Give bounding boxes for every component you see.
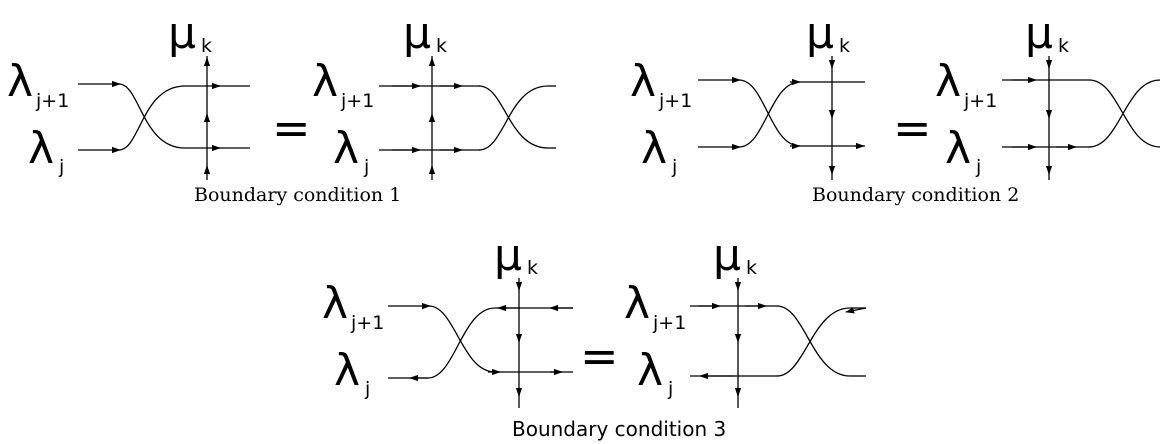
lambda-j1-label: λ [630,56,656,107]
mu-k-subscript: k [527,257,538,279]
equals-sign: = [580,329,619,383]
arrow-top-right-in [845,307,867,314]
lambda-j1-label: λ [935,56,961,107]
lambda-j-subscript: j [671,156,677,178]
bc3-diagram: λ j+1 λ j μ k = λ j+1 λ [322,230,867,441]
lambda-j1-subscript: j+1 [658,90,692,112]
equals-sign: = [893,101,932,155]
lambda-j1-label: λ [312,56,338,107]
lambda-j-subscript: j [58,156,64,178]
lambda-j-subscript: j [975,156,981,178]
bc1-rhs: λ j+1 λ j μ k [312,8,556,180]
lambda-j1-subscript: j+1 [963,90,997,112]
caption-bc1: Boundary condition 1 [194,184,401,206]
cross-line-up [776,307,851,377]
lambda-j-label: λ [333,123,359,174]
bc3-rhs: λ j+1 λ j μ k [624,230,867,408]
caption-bc3: Boundary condition 3 [512,417,726,441]
lambda-j-subscript: j [667,378,673,400]
mu-k-label: μ [403,8,431,59]
lambda-j-label: λ [637,345,663,396]
bc3-lhs: λ j+1 λ j μ k [322,230,573,408]
cross-line-up [478,85,549,151]
lambda-j-subscript: j [364,378,370,400]
mu-k-subscript: k [839,35,850,57]
cross-line-up [118,85,186,151]
cross-line-down [428,305,496,373]
mu-k-label: μ [806,8,834,59]
mu-k-label: μ [1025,8,1053,59]
lambda-j-label: λ [641,123,667,174]
caption-bc2: Boundary condition 2 [812,184,1019,206]
mu-k-subscript: k [746,257,757,279]
cross-line-up [427,307,496,379]
mu-k-label: μ [713,230,741,281]
lambda-j1-subscript: j+1 [652,312,686,334]
mu-k-subscript: k [1058,35,1069,57]
bc2-rhs: λ j+1 λ j μ k [935,8,1161,180]
mu-k-subscript: k [436,35,447,57]
bc1-diagram: λ j+1 λ j μ k = λ j+1 λ j μ [7,8,556,206]
cross-line-up [1088,79,1161,148]
mu-k-label: μ [494,230,522,281]
cross-line-down [478,85,549,149]
cross-line-up [738,81,801,148]
lambda-j1-label: λ [7,56,33,107]
cross-line-down [1088,79,1161,148]
lambda-j-subscript: j [363,156,369,178]
lambda-j-label: λ [28,123,54,174]
bc2-lhs: λ j+1 λ j μ k [630,8,865,180]
lambda-j-label: λ [334,345,360,396]
lambda-j1-subscript: j+1 [340,90,374,112]
equals-sign: = [272,101,311,155]
lambda-j1-subscript: j+1 [350,312,384,334]
cross-line-down [776,305,851,377]
lambda-j1-subscript: j+1 [35,90,69,112]
mu-k-label: μ [168,8,196,59]
lambda-j1-label: λ [624,278,650,329]
bc2-diagram: λ j+1 λ j μ k = λ j+1 λ j μ [630,8,1161,206]
mu-k-subscript: k [201,35,212,57]
cross-line-down [118,83,186,149]
cross-line-down [738,79,801,147]
lambda-j-label: λ [945,123,971,174]
lambda-j1-label: λ [322,278,348,329]
bc1-lhs: λ j+1 λ j μ k [7,8,250,180]
